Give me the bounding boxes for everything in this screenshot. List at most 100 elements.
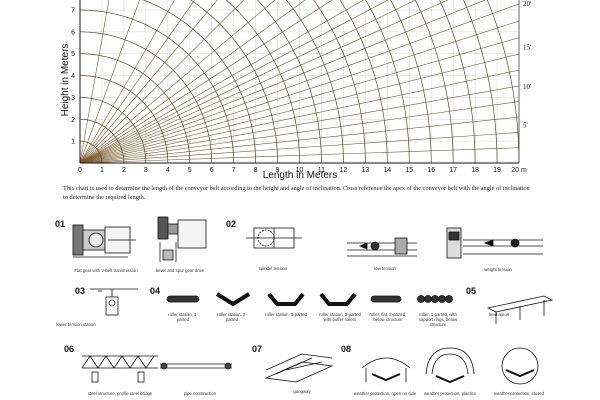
- x-tick-label: 6: [210, 167, 214, 174]
- section-number-01: 01: [55, 219, 66, 229]
- length-arc: [189, 0, 278, 163]
- angle-ray: [80, 0, 333, 163]
- x-tick-label: 4: [166, 167, 170, 174]
- y-tick-label: 4: [71, 73, 75, 80]
- x-tick-label: 20 m: [511, 167, 527, 174]
- angle-ray: [80, 53, 519, 163]
- length-arc: [257, 0, 322, 163]
- label-roller-1: roller station, 1-parted: [168, 312, 198, 322]
- length-arc: [142, 0, 256, 163]
- x-tick-label: 15: [405, 167, 413, 174]
- length-arc: [225, 0, 300, 163]
- section-number-02: 02: [226, 219, 237, 229]
- length-arc: [486, 0, 519, 163]
- x-tick-label: 5: [188, 167, 192, 174]
- length-arc: [80, 75, 169, 163]
- length-arc: [80, 97, 147, 163]
- bevel-spur-gear-icon: [157, 216, 207, 262]
- angle-ray: [80, 147, 519, 163]
- length-arc: [313, 0, 366, 163]
- weather-protection-plastics-icon: [425, 347, 475, 384]
- roller-stations-icons: [166, 292, 453, 307]
- label-weight-tension: weight tension: [484, 267, 512, 272]
- length-arc: [285, 0, 344, 163]
- length-arc: [414, 0, 454, 163]
- label-steel-structure: steel structure, profile steel bridge: [87, 391, 153, 396]
- section-number-03: 03: [75, 286, 86, 296]
- angle-ray: [80, 0, 140, 163]
- section-number-05: 05: [466, 286, 477, 296]
- steel-structure-bridge-icon: [81, 355, 158, 383]
- angle-ray: [80, 20, 519, 163]
- length-arc: [80, 140, 103, 163]
- y-tick-label: 3: [71, 95, 75, 102]
- y-axis-label: Height in Meters: [60, 44, 71, 117]
- label-roller-3-buffer: roller station, 3-parted with buffer rol…: [319, 312, 361, 322]
- length-arc: [80, 118, 125, 163]
- x-tick-label: 11: [318, 167, 325, 174]
- x-tick-label: 19: [493, 167, 501, 174]
- label-weather-plastics: weather protection, plastics: [423, 391, 477, 396]
- spindel-tension-icon: [246, 227, 302, 249]
- length-arc: [390, 0, 432, 163]
- label-spindel-tension: spindel tension: [258, 266, 288, 271]
- label-roller-3: roller station, 3-parted: [265, 312, 307, 317]
- angle-ray: [80, 0, 195, 163]
- angle-tick-label: 15': [523, 44, 531, 52]
- x-tick-label: 0: [78, 167, 82, 174]
- x-tick-label: 18: [471, 167, 479, 174]
- x-tick-label: 8: [254, 167, 258, 174]
- angle-ray: [80, 3, 519, 163]
- label-gangway: gangway: [293, 389, 311, 394]
- y-tick-label: 2: [71, 117, 75, 124]
- section-number-06: 06: [64, 344, 75, 354]
- weather-protection-closed-icon: [501, 347, 539, 385]
- weather-protection-open-icon: [361, 357, 411, 382]
- angle-tick-labels: 5'10'15'20': [523, 0, 531, 129]
- y-tick-label: 1: [71, 139, 75, 146]
- angle-ray: [80, 0, 276, 163]
- angle-rays: [80, 0, 519, 163]
- label-roller-2: roller station, 2-parted: [217, 312, 247, 322]
- x-tick-label: 10: [296, 167, 304, 174]
- pipe-construction-icon: [160, 362, 232, 370]
- feed-apron-icon: [486, 295, 554, 324]
- label-lower-tension-station: lower tension station: [56, 322, 96, 327]
- length-arc: [80, 9, 234, 163]
- angle-ray: [80, 0, 365, 163]
- weight-tension-icon: [446, 227, 543, 259]
- label-pipe-construction: pipe construction: [183, 391, 217, 396]
- length-arc: [339, 0, 388, 163]
- x-tick-label: 7: [232, 167, 236, 174]
- angle-ray: [80, 0, 306, 163]
- length-arc: [80, 31, 213, 163]
- chart-caption: This chart is used to determine the leng…: [63, 185, 530, 201]
- y-tick-label: 5: [71, 51, 75, 58]
- x-axis-label: Length in Meters: [263, 170, 338, 180]
- label-roller-flat: roller, flat, 3-parted, below structure: [369, 312, 407, 322]
- length-arc: [463, 0, 498, 163]
- flat-gear-drive-icon: [72, 224, 136, 258]
- label-feed-apron: feed apron: [488, 312, 510, 317]
- y-tick-label: 6: [71, 29, 75, 36]
- chart-axes: [79, 0, 520, 164]
- x-tick-label: 16: [427, 167, 435, 174]
- label-flat-gear: Flat gear with V-belt transmission: [74, 268, 138, 273]
- label-bevel-gear: bevel and spur gear drive: [155, 268, 205, 273]
- angle-tick-label: 20': [523, 0, 531, 8]
- x-tick-label: 9: [276, 167, 280, 174]
- section-number-04: 04: [150, 286, 161, 296]
- x-tick-label: 12: [340, 167, 348, 174]
- low-tension-icon: [347, 237, 417, 257]
- label-roller-rings: roller, 1-parted, with support rings, be…: [418, 312, 458, 327]
- length-arc: [80, 53, 191, 163]
- section-number-08: 08: [341, 344, 352, 354]
- length-arc: [439, 0, 476, 163]
- x-tick-label: 14: [383, 167, 391, 174]
- angle-ray: [80, 69, 519, 163]
- angle-ray: [80, 0, 417, 163]
